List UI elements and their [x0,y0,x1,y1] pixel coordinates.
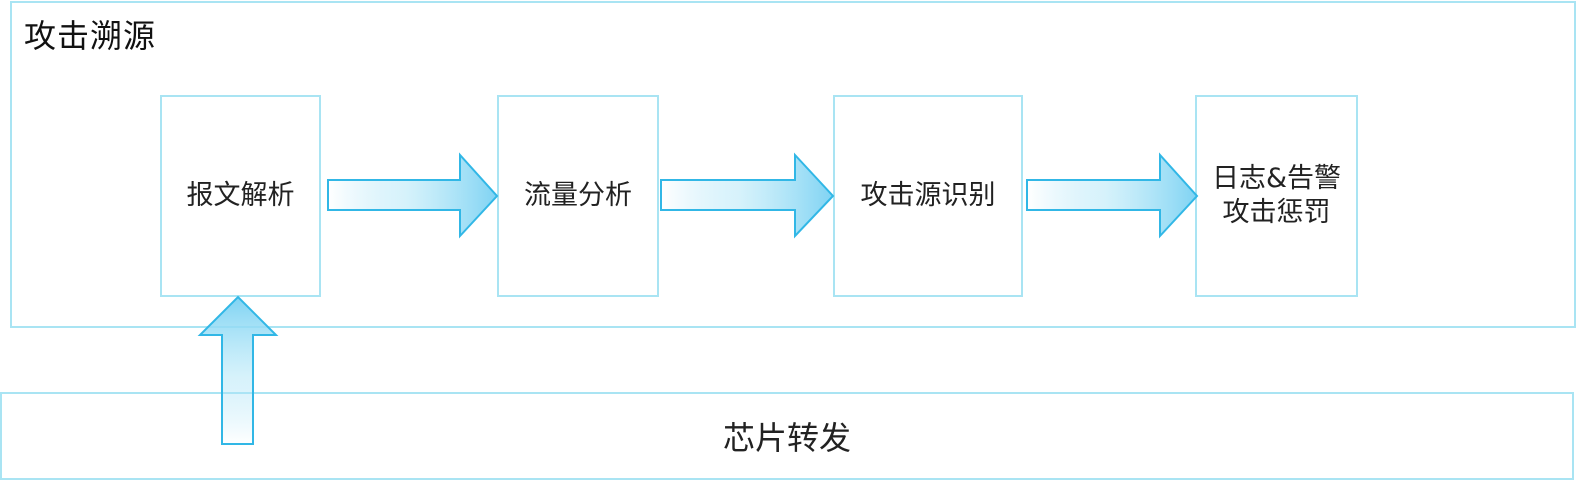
step-label: 日志&告警 攻击惩罚 [1211,163,1342,228]
step-log-alarm-punish: 日志&告警 攻击惩罚 [1195,95,1358,297]
diagram-title: 攻击溯源 [24,17,157,55]
step-packet-parsing: 报文解析 [160,95,321,297]
step-label: 报文解析 [186,180,295,211]
step-attack-source-identification: 攻击源识别 [833,95,1023,297]
step-label: 流量分析 [524,180,632,211]
step-label: 攻击源识别 [860,180,996,211]
chip-forwarding-label: 芯片转发 [722,419,851,457]
step-traffic-analysis: 流量分析 [497,95,659,297]
chip-forwarding-frame: 芯片转发 [0,392,1574,480]
